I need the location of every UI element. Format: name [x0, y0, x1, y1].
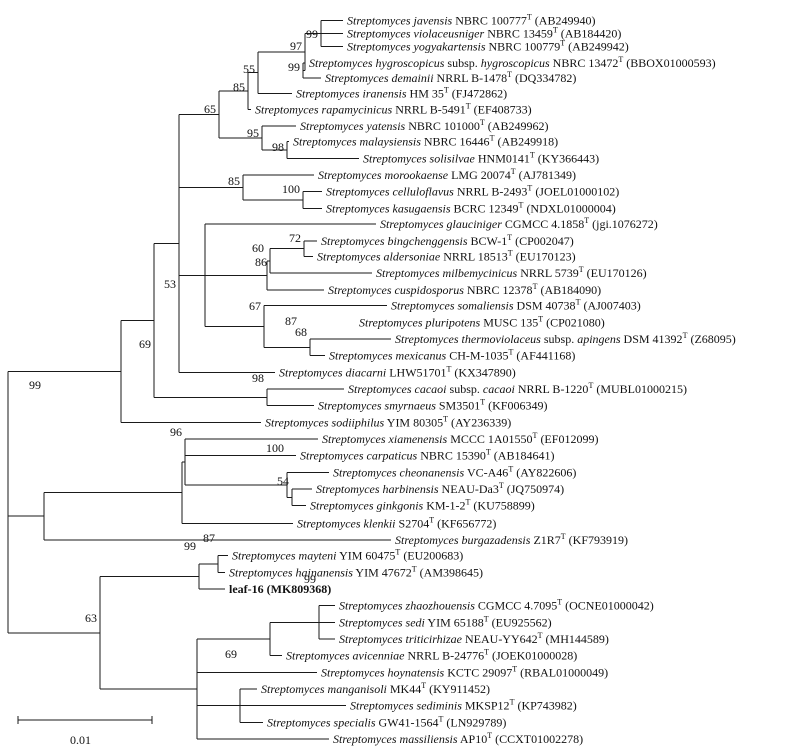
- leaf-label: Streptomyces javensis NBRC 100777T (AB24…: [347, 12, 595, 27]
- bootstrap-value: 100: [266, 441, 284, 455]
- bootstrap-labels: 9997995585659598851007260866787685398699…: [29, 27, 318, 661]
- leaf-label: Streptomyces avicenniae NRRL B-24776T (J…: [286, 648, 577, 663]
- bootstrap-value: 67: [249, 299, 261, 313]
- bootstrap-value: 63: [85, 611, 97, 625]
- bootstrap-value: 98: [272, 140, 284, 154]
- leaf-label: Streptomyces ginkgonis KM-1-2T (KU758899…: [310, 498, 535, 513]
- leaf-label: Streptomyces hygroscopicus subsp. hygros…: [309, 55, 716, 70]
- bootstrap-value: 99: [184, 539, 196, 553]
- leaf-label: Streptomyces hoynatensis KCTC 29097T (RB…: [321, 664, 608, 679]
- leaf-label: Streptomyces kasugaensis BCRC 12349T (ND…: [326, 200, 616, 215]
- leaf-label: Streptomyces yatensis NBRC 101000T (AB24…: [300, 118, 548, 133]
- bootstrap-value: 97: [290, 39, 302, 53]
- leaf-label: Streptomyces demainii NRRL B-1478T (DQ33…: [325, 70, 576, 85]
- bootstrap-value: 53: [164, 277, 176, 291]
- bootstrap-value: 72: [289, 231, 301, 245]
- bootstrap-value: 99: [306, 27, 318, 41]
- bootstrap-value: 54: [277, 474, 289, 488]
- leaf-label: Streptomyces diacarni LHW51701T (KX34789…: [279, 364, 516, 379]
- bootstrap-value: 65: [204, 102, 216, 116]
- bootstrap-value: 87: [203, 531, 215, 545]
- leaf-label: Streptomyces burgazadensis Z1R7T (KF7939…: [395, 532, 628, 547]
- leaf-label: Streptomyces massiliensis AP10T (CCXT010…: [333, 731, 583, 746]
- leaf-label: Streptomyces cacaoi subsp. cacaoi NRRL B…: [348, 381, 687, 396]
- bootstrap-value: 85: [233, 80, 245, 94]
- leaf-label: Streptomyces harbinensis NEAU-Da3T (JQ75…: [316, 481, 564, 496]
- bootstrap-value: 100: [282, 182, 300, 196]
- bootstrap-value: 99: [288, 60, 300, 74]
- leaf-label: Streptomyces celluloflavus NRRL B-2493T …: [326, 184, 619, 199]
- scale-bar: 0.01: [17, 716, 153, 747]
- leaf-label: Streptomyces malaysiensis NBRC 16446T (A…: [293, 134, 558, 149]
- leaf-label: Streptomyces morookaense LMG 20074T (AJ7…: [318, 167, 576, 182]
- leaf-label: Streptomyces sedi YIM 65188T (EU925562): [339, 614, 552, 629]
- leaf-label: Streptomyces specialis GW41-1564T (LN929…: [267, 714, 506, 729]
- bootstrap-value: 99: [29, 378, 41, 392]
- leaf-label: Streptomyces milbemycinicus NRRL 5739T (…: [376, 265, 647, 280]
- bootstrap-value: 87: [285, 314, 297, 328]
- bootstrap-value: 99: [304, 572, 316, 586]
- leaf-label: Streptomyces cheonanensis VC-A46T (AY822…: [333, 464, 576, 479]
- leaf-label: Streptomyces glauciniger CGMCC 4.1858T (…: [380, 216, 658, 231]
- leaf-label: Streptomyces zhaozhouensis CGMCC 4.7095T…: [339, 598, 654, 613]
- leaf-label: Streptomyces manganisoli MK44T (KY911452…: [261, 681, 490, 696]
- leaf-label: Streptomyces bingchenggensis BCW-1T (CP0…: [321, 233, 574, 248]
- bootstrap-value: 69: [225, 647, 237, 661]
- leaf-label: Streptomyces cuspidosporus NBRC 12378T (…: [328, 282, 601, 297]
- bootstrap-value: 69: [139, 337, 151, 351]
- leaf-labels: Streptomyces javensis NBRC 100777T (AB24…: [229, 12, 736, 746]
- leaf-label: Streptomyces pluripotens MUSC 135T (CP02…: [359, 314, 605, 329]
- leaf-label: Streptomyces thermoviolaceus subsp. apin…: [395, 331, 736, 346]
- leaf-label: Streptomyces hainanensis YIM 47672T (AM3…: [229, 564, 483, 579]
- bootstrap-value: 85: [228, 174, 240, 188]
- bootstrap-value: 96: [170, 425, 182, 439]
- leaf-label: Streptomyces iranensis HM 35T (FJ472862): [296, 86, 507, 101]
- leaf-label: Streptomyces violaceusniger NBRC 13459T …: [347, 25, 621, 40]
- bootstrap-value: 95: [247, 126, 259, 140]
- leaf-label: Streptomyces solisilvae HNM0141T (KY3664…: [363, 150, 599, 165]
- leaf-label: Streptomyces rapamycinicus NRRL B-5491T …: [255, 101, 532, 116]
- leaf-label: Streptomyces carpaticus NBRC 15390T (AB1…: [300, 448, 554, 463]
- leaf-label: Streptomyces mayteni YIM 60475T (EU20068…: [232, 548, 463, 563]
- bootstrap-value: 98: [252, 371, 264, 385]
- leaf-label: Streptomyces aldersoniae NRRL 18513T (EU…: [317, 249, 576, 264]
- leaf-label: Streptomyces somaliensis DSM 40738T (AJ0…: [391, 298, 641, 313]
- bootstrap-value: 60: [252, 241, 264, 255]
- leaf-label: leaf-16 (MK809368): [229, 582, 331, 596]
- leaf-label: Streptomyces sediminis MKSP12T (KP743982…: [350, 698, 577, 713]
- leaf-label: Streptomyces smyrnaeus SM3501T (KF006349…: [318, 398, 547, 413]
- leaf-label: Streptomyces xiamenensis MCCC 1A01550T (…: [322, 431, 598, 446]
- bootstrap-value: 68: [295, 325, 307, 339]
- scale-bar-label: 0.01: [70, 733, 91, 747]
- leaf-label: Streptomyces sodiiphilus YIM 80305T (AY2…: [265, 414, 511, 429]
- tree-branches: [7, 19, 391, 740]
- leaf-label: Streptomyces yogyakartensis NBRC 100779T…: [347, 38, 629, 53]
- leaf-label: Streptomyces klenkii S2704T (KF656772): [297, 515, 496, 530]
- leaf-label: Streptomyces triticirhizae NEAU-YY642T (…: [339, 631, 609, 646]
- leaf-label: Streptomyces mexicanus CH-M-1035T (AF441…: [329, 348, 575, 363]
- bootstrap-value: 86: [255, 255, 267, 269]
- bootstrap-value: 55: [243, 62, 255, 76]
